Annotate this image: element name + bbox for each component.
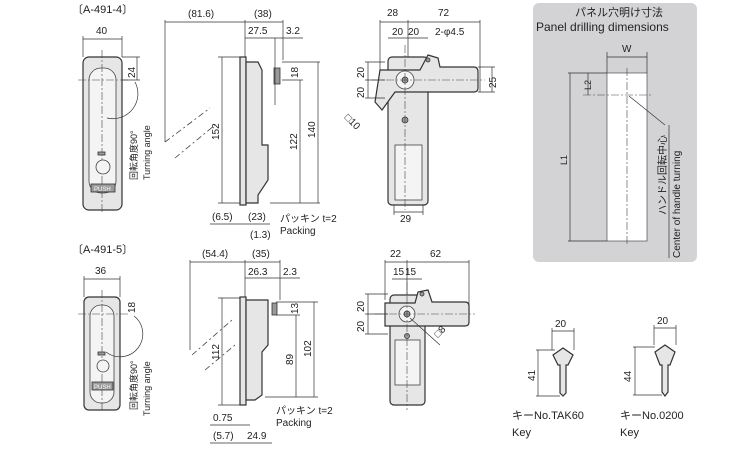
- panel-drilling-box: パネル穴明け寸法 Panel drilling dimensions W L2 …: [533, 3, 697, 262]
- dim-102: 102: [303, 340, 314, 357]
- dim-h2: 20: [408, 27, 420, 38]
- dim-w2: 72: [438, 8, 450, 19]
- key-label-en: Key: [512, 427, 531, 439]
- model-a-side-view: (81.6) (38) 27.5 3.2 152 18 122 140 (6.5…: [164, 9, 337, 241]
- push-label-b: PUSH: [94, 385, 111, 391]
- key-width: 20: [555, 319, 567, 330]
- dim-b2-b: (5.7): [213, 431, 234, 442]
- dim-height-total-b: 112: [211, 344, 222, 360]
- dim-l2: L2: [583, 80, 593, 90]
- dim-122: 122: [289, 133, 300, 150]
- dim-holes: 2-φ4.5: [435, 27, 465, 38]
- dim-top-offset: 24: [127, 66, 138, 78]
- dim-b3-b: 24.9: [247, 431, 267, 442]
- model-b-front-view: 〔A-491-5〕 36 PUSH 18 回転角度90° Turning ang…: [72, 243, 152, 416]
- dim-bottom: 29: [400, 214, 412, 225]
- key-label-en: Key: [620, 427, 639, 439]
- packing-jp-b: パッキン t=2: [276, 405, 333, 417]
- dim-b3: (1.3): [250, 230, 271, 241]
- dim-w1: 28: [387, 8, 399, 19]
- dim-v1: 20: [356, 66, 367, 78]
- packing-jp: パッキン t=2: [280, 213, 337, 225]
- push-label: PUSH: [94, 187, 111, 193]
- turning-angle-jp: 回転角度90°: [128, 130, 139, 180]
- dim-v1-b: 20: [356, 300, 367, 312]
- dim-v2: 20: [356, 86, 367, 98]
- dim-square: □10: [342, 112, 362, 132]
- dim-swing-b: (54.4): [202, 249, 228, 260]
- key-0200: 20 44 キーNo.0200 Key: [620, 316, 684, 439]
- center-label-jp: ハンドル回転中心: [656, 135, 669, 215]
- dim-v2-b: 20: [356, 320, 367, 332]
- dim-h-top: 18: [290, 66, 301, 78]
- dim-h-top-b: 13: [290, 302, 301, 314]
- dim-89: 89: [285, 353, 296, 365]
- dim-width-b: 36: [95, 266, 107, 277]
- dim-b1: (6.5): [212, 212, 233, 223]
- model-a-back-view: 28 72 20 20 2-φ4.5 20 20 25 □10 29: [342, 8, 499, 225]
- turning-angle-en: Turning angle: [142, 125, 152, 180]
- key-width: 20: [657, 316, 669, 327]
- model-a-front-view: 〔A-491-4〕 40 PUSH 24 回転角度90° Turning ang…: [72, 3, 152, 213]
- panel-title-jp: パネル穴明け寸法: [575, 5, 663, 19]
- model-b-title: 〔A-491-5〕: [72, 243, 133, 256]
- panel-title-en: Panel drilling dimensions: [536, 20, 669, 34]
- dim-swing: (81.6): [188, 9, 214, 20]
- dim-top-offset-b: 18: [127, 301, 138, 313]
- packing-en-b: Packing: [276, 418, 312, 429]
- key-tak60: 20 41 キーNo.TAK60 Key: [512, 319, 584, 439]
- dim-w: W: [622, 44, 632, 55]
- dim-depth-b: (35): [252, 249, 270, 260]
- key-length: 44: [623, 370, 634, 382]
- turning-angle-jp-b: 回転角度90°: [128, 360, 139, 410]
- model-b-side-view: (54.4) (35) 26.3 2.3 112 13 89 102 0.75 …: [189, 249, 333, 444]
- dim-140: 140: [307, 121, 318, 138]
- center-label-en: Center of handle turning: [672, 151, 683, 258]
- key-label-jp: キーNo.TAK60: [512, 410, 584, 422]
- model-b-back-view: 22 62 15 15 20 20 □8: [356, 249, 475, 410]
- dim-h2-b: 15: [405, 267, 417, 278]
- key-label-jp: キーNo.0200: [620, 410, 684, 422]
- dim-h1: 20: [392, 27, 404, 38]
- dim-depth: (38): [254, 9, 272, 20]
- dim-h1-b: 15: [393, 267, 405, 278]
- dim-height-total: 152: [211, 123, 222, 140]
- dim-l1: L1: [559, 155, 569, 165]
- dim-d2-b: 2.3: [283, 267, 297, 278]
- dim-b1-b: 0.75: [213, 413, 233, 424]
- dim-d2: 3.2: [286, 26, 300, 37]
- dim-w1-b: 22: [390, 249, 402, 260]
- dim-d1-b: 26.3: [248, 267, 268, 278]
- model-a-title: 〔A-491-4〕: [72, 3, 133, 16]
- packing-en: Packing: [280, 226, 316, 237]
- key-length: 41: [527, 369, 538, 381]
- dim-d1: 27.5: [248, 26, 268, 37]
- dim-width: 40: [96, 26, 108, 37]
- dim-w2-b: 62: [430, 249, 442, 260]
- turning-angle-en-b: Turning angle: [142, 361, 152, 416]
- dim-bar: 25: [488, 76, 499, 88]
- dim-b2: (23): [248, 212, 266, 223]
